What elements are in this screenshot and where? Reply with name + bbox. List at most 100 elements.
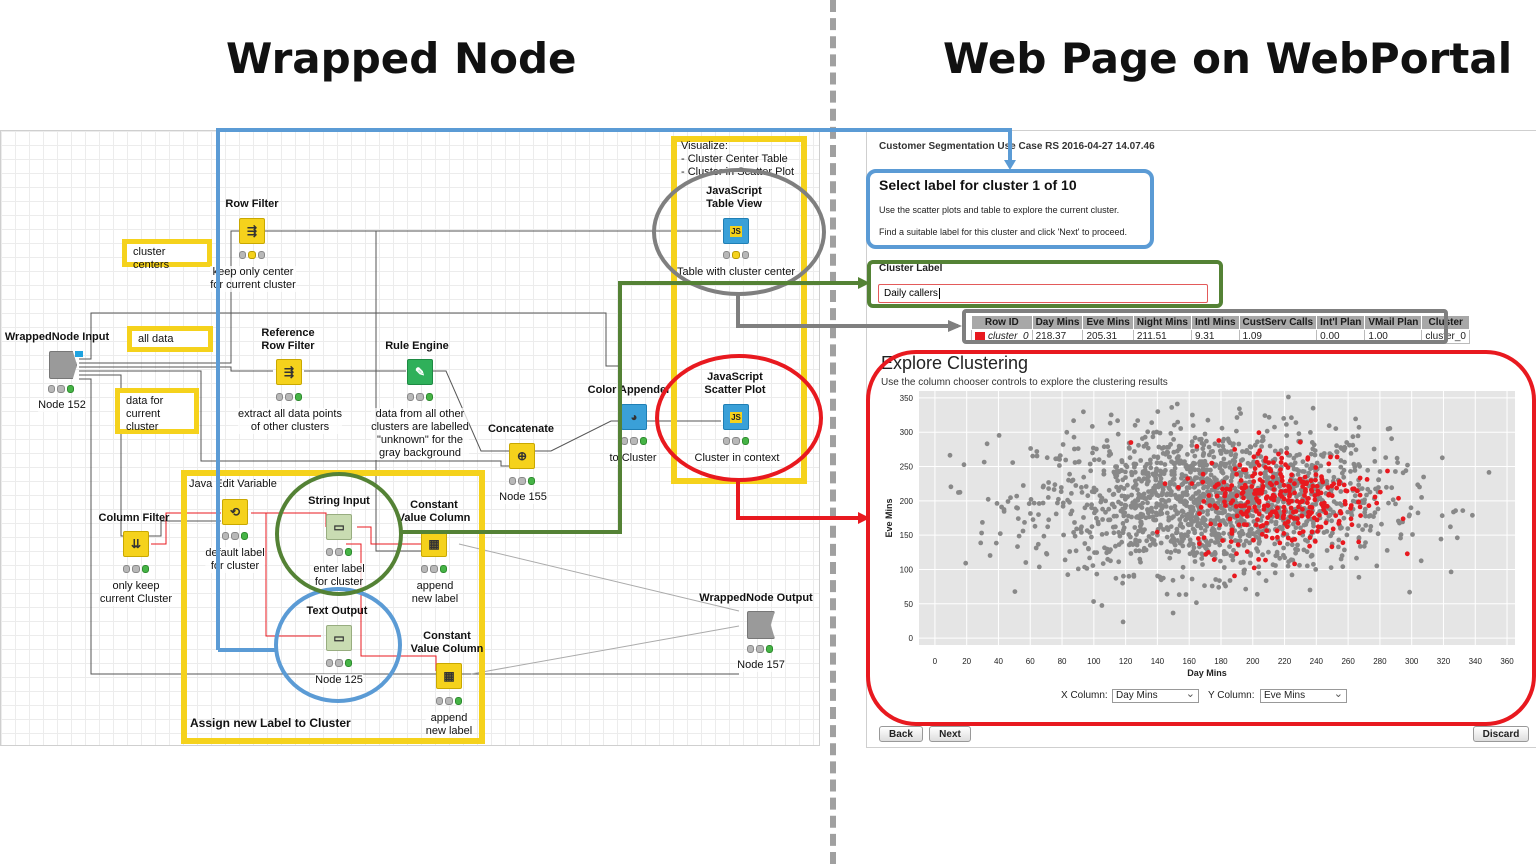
column-filter-status <box>123 565 149 573</box>
rule-engine-node[interactable]: ✎ <box>407 359 433 385</box>
table-cell: 218.37 <box>1031 329 1084 344</box>
cluster-point <box>1308 478 1314 484</box>
data-point <box>1239 528 1245 534</box>
cluster-point <box>1268 468 1273 473</box>
data-point <box>1310 446 1316 452</box>
data-point <box>1044 551 1049 556</box>
data-point <box>1374 563 1380 569</box>
data-point <box>1365 467 1371 473</box>
string-input-node[interactable]: ▭ <box>326 514 352 540</box>
cluster-label-value: Daily callers <box>884 288 938 299</box>
data-point <box>1072 520 1077 525</box>
data-point <box>1144 538 1150 544</box>
table-header[interactable]: VMail Plan <box>1364 315 1423 330</box>
data-point <box>1356 574 1362 580</box>
data-point <box>1344 532 1350 538</box>
data-point <box>1285 541 1290 547</box>
data-point <box>1284 422 1289 427</box>
table-header[interactable]: Night Mins <box>1132 315 1192 330</box>
cluster-point <box>1320 504 1326 509</box>
data-point <box>1182 498 1188 504</box>
data-point <box>1218 451 1224 456</box>
data-point <box>1139 495 1145 500</box>
column-filter-node[interactable]: ⇊ <box>123 531 149 557</box>
table-header[interactable]: Eve Mins <box>1082 315 1134 330</box>
data-point <box>1158 540 1164 546</box>
data-point <box>1264 428 1270 434</box>
data-point <box>1145 445 1151 451</box>
data-point <box>1247 530 1252 536</box>
java-edit-variable-node[interactable]: ⟲ <box>222 499 248 525</box>
text-output-desc: Node 125 <box>315 674 363 687</box>
cluster-point <box>1222 499 1227 505</box>
data-point <box>1180 564 1186 570</box>
data-point <box>1241 568 1247 573</box>
data-point <box>1338 489 1344 494</box>
data-point <box>1179 513 1185 519</box>
cluster-point <box>1206 550 1211 555</box>
js-table-node[interactable]: JS <box>723 218 749 244</box>
data-point <box>1214 477 1219 483</box>
data-point <box>1393 501 1398 507</box>
y-tick-label: 300 <box>900 428 914 437</box>
cluster-point <box>1260 523 1266 528</box>
data-point <box>987 553 993 558</box>
cluster-point <box>1200 479 1206 485</box>
table-header[interactable]: Row ID <box>971 315 1033 330</box>
wrapped-output-node[interactable] <box>747 611 775 639</box>
cluster-point <box>1284 450 1290 456</box>
row-filter-title: Row Filter <box>225 198 279 210</box>
data-point <box>1200 562 1205 567</box>
js-scatter-node[interactable]: JS <box>723 404 749 430</box>
const-col-2-node[interactable]: ▦ <box>436 663 462 689</box>
data-point <box>1360 527 1365 532</box>
data-point <box>1149 420 1155 426</box>
discard-button[interactable]: Discard <box>1473 726 1529 742</box>
data-point <box>1194 491 1199 496</box>
color-appender-status <box>621 437 647 445</box>
data-point <box>1079 490 1085 495</box>
cluster-point <box>1285 465 1291 470</box>
data-point <box>1262 413 1268 418</box>
data-point <box>1109 502 1115 507</box>
x-column-select[interactable]: Day Mins <box>1112 688 1199 703</box>
wrapped-input-port <box>75 351 83 357</box>
data-point <box>1144 481 1150 487</box>
cluster-point <box>1348 503 1354 508</box>
row-filter-node[interactable]: ⇶ <box>239 218 265 244</box>
back-button[interactable]: Back <box>879 726 923 742</box>
ref-row-filter-node[interactable]: ⇶ <box>276 359 302 385</box>
table-header[interactable]: Intl Mins <box>1190 315 1240 330</box>
table-header[interactable]: Int'l Plan <box>1316 315 1366 330</box>
data-point <box>1338 464 1344 470</box>
const-col-1-node[interactable]: ▦ <box>421 531 447 557</box>
table-header[interactable]: CustServ Calls <box>1238 315 1318 330</box>
text-output-node[interactable]: ▭ <box>326 625 352 651</box>
cluster-label-input[interactable]: Daily callers <box>878 284 1208 303</box>
data-point <box>1389 436 1394 442</box>
next-button[interactable]: Next <box>929 726 971 742</box>
data-point <box>1222 508 1227 513</box>
cluster-point <box>1305 514 1311 519</box>
data-point <box>1249 461 1255 467</box>
color-appender-node[interactable]: ◕ <box>621 404 647 430</box>
data-point <box>985 496 991 502</box>
table-row[interactable]: cluster_0 218.37 205.31 211.51 9.31 1.09… <box>971 329 1470 344</box>
data-point <box>1272 570 1278 576</box>
concatenate-node[interactable]: ⊕ <box>509 443 535 469</box>
data-point <box>1081 515 1086 520</box>
table-header[interactable]: Day Mins <box>1031 315 1084 330</box>
data-point <box>1226 438 1232 444</box>
table-header[interactable]: Cluster <box>1421 315 1470 330</box>
data-point <box>1348 451 1354 456</box>
data-point <box>1334 449 1340 455</box>
data-point <box>1030 453 1036 459</box>
data-point <box>1211 454 1217 460</box>
data-point <box>1179 534 1184 539</box>
wrapped-input-node[interactable] <box>49 351 77 379</box>
y-column-select[interactable]: Eve Mins <box>1260 688 1347 703</box>
string-input-title: String Input <box>308 495 370 507</box>
cluster-point <box>1214 482 1220 488</box>
